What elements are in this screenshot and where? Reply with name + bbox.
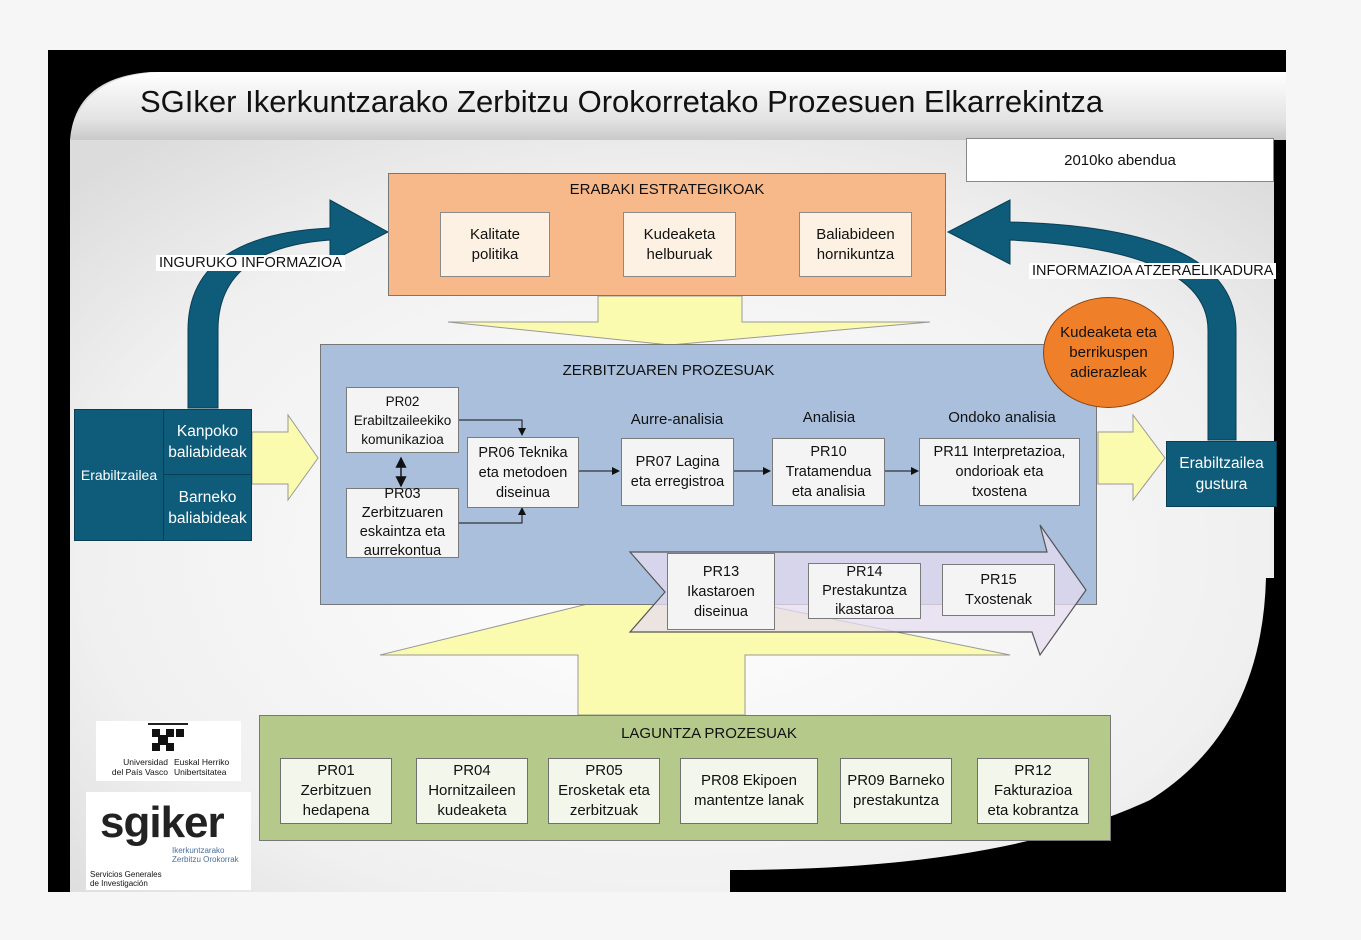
- pr13-box: PR13 Ikastaroen diseinua: [667, 553, 775, 630]
- pr01-box: PR01 Zerbitzuen hedapena: [280, 758, 392, 824]
- phase-pre-analysis: Aurre-analisia: [630, 411, 724, 428]
- internal-resources-box: Barneko baliabideak: [163, 474, 252, 541]
- resource-provision-box: Baliabideen hornikuntza: [799, 212, 912, 277]
- sgiker-spanish-text: Servicios Generales de Investigación: [90, 870, 162, 888]
- upv-logo: Universidad del País Vasco Euskal Herrik…: [96, 721, 241, 781]
- page-title: SGIker Ikerkuntzarako Zerbitzu Orokorret…: [140, 84, 1104, 119]
- pr09-box: PR09 Barneko prestakuntza: [840, 758, 952, 824]
- upv-emblem-icon: [148, 723, 188, 751]
- pr08-box: PR08 Ekipoen mantentze lanak: [680, 758, 818, 824]
- strategic-label: ERABAKI ESTRATEGIKOAK: [569, 181, 765, 198]
- pr15-box: PR15 Txostenak: [942, 564, 1055, 616]
- upv-left-text: Universidad del País Vasco: [111, 757, 168, 777]
- indicators-oval: Kudeaketa eta berrikuspen adierazleak: [1043, 297, 1174, 408]
- pr06-box: PR06 Teknika eta metodoen diseinua: [467, 437, 579, 508]
- pr10-box: PR10 Tratamendua eta analisia: [772, 438, 885, 506]
- environment-info-label: INGURUKO INFORMAZIOA: [156, 255, 345, 271]
- pr11-box: PR11 Interpretazioa, ondorioak eta txost…: [919, 438, 1080, 506]
- sgiker-subtext: Ikerkuntzarako Zerbitzu Orokorrak: [172, 846, 239, 864]
- pr12-box: PR12 Fakturazioa eta kobrantza: [977, 758, 1089, 824]
- date-label: 2010ko abendua: [966, 138, 1274, 182]
- pr04-box: PR04 Hornitzaileen kudeaketa: [416, 758, 528, 824]
- pr03-box: PR03 Zerbitzuaren eskaintza eta aurrekon…: [346, 486, 459, 559]
- pr02-box: PR02 Erabiltzaileekiko komunikazioa: [346, 387, 459, 453]
- phase-post-analysis: Ondoko analisia: [948, 409, 1056, 426]
- pr14-box: PR14 Prestakuntza ikastaroa: [808, 563, 921, 619]
- satisfied-user-box: Erabiltzailea gustura: [1166, 441, 1277, 507]
- management-goals-box: Kudeaketa helburuak: [623, 212, 736, 277]
- feedback-info-label: INFORMAZIOA ATZERAELIKADURA: [1029, 263, 1277, 279]
- external-resources-box: Kanpoko baliabideak: [163, 409, 252, 475]
- sgiker-logo: sgiker Ikerkuntzarako Zerbitzu Orokorrak…: [86, 792, 251, 890]
- pr05-box: PR05 Erosketak eta zerbitzuak: [548, 758, 660, 824]
- phase-analysis: Analisia: [802, 409, 856, 426]
- support-label: LAGUNTZA PROZESUAK: [621, 725, 797, 742]
- service-label: ZERBITZUAREN PROZESUAK: [562, 362, 775, 379]
- quality-policy-box: Kalitate politika: [440, 212, 550, 277]
- sgiker-wordmark: sgiker: [100, 798, 225, 847]
- upv-right-text: Euskal Herriko Unibertsitatea: [174, 757, 230, 777]
- user-box: Erabiltzailea: [74, 409, 164, 541]
- pr07-box: PR07 Lagina eta erregistroa: [621, 438, 734, 506]
